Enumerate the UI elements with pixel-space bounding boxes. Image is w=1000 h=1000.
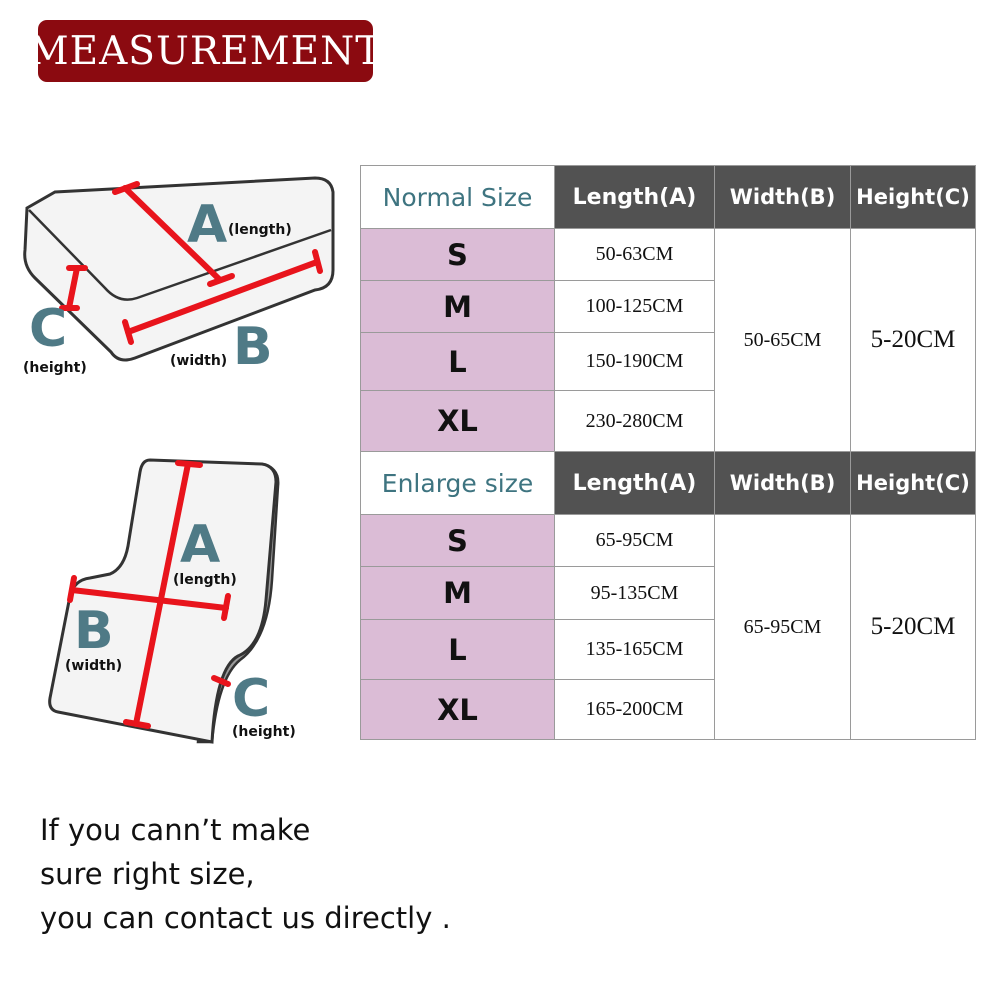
chaise-label-b: (width)	[65, 658, 122, 674]
length-value: 65-95CM	[554, 514, 715, 567]
chaise-label-c: (height)	[232, 724, 296, 740]
header-height: Height(C)	[850, 451, 976, 515]
length-value: 50-63CM	[554, 228, 715, 281]
contact-note: If you cann’t make sure right size, you …	[40, 808, 451, 940]
width-value: 65-95CM	[714, 514, 851, 740]
cushion-outline	[23, 176, 335, 362]
banner-title: MEASUREMENT	[28, 28, 383, 74]
length-value: 230-280CM	[554, 390, 715, 452]
table-row: S 50-63CM 50-65CM 5-20CM	[360, 228, 976, 452]
measure-line-a	[112, 181, 235, 287]
size-label: L	[360, 619, 555, 680]
table-header-row: Enlarge size Length(A) Width(B) Height(C…	[360, 451, 976, 515]
table-row: M 100-125CM	[360, 280, 976, 333]
cushion-letter-b: B	[233, 317, 273, 377]
width-value: 50-65CM	[714, 228, 851, 452]
header-length: Length(A)	[554, 451, 715, 515]
cushion-label-c: (height)	[23, 360, 87, 376]
header-width: Width(B)	[714, 165, 851, 229]
table-row: S 65-95CM 65-95CM 5-20CM	[360, 514, 976, 740]
measure-line-a-chaise	[123, 460, 203, 729]
measure-line-b	[122, 249, 323, 345]
chaise-label-a: (length)	[173, 572, 237, 588]
enlarge-size-table: Enlarge size Length(A) Width(B) Height(C…	[360, 451, 976, 740]
cushion-letter-a: A	[187, 195, 227, 255]
header-width: Width(B)	[714, 451, 851, 515]
height-value: 5-20CM	[850, 514, 976, 740]
length-value: 95-135CM	[554, 566, 715, 620]
measurement-banner: MEASUREMENT	[29, 20, 381, 82]
size-label: M	[360, 566, 555, 620]
height-value: 5-20CM	[850, 228, 976, 452]
size-label: S	[360, 228, 555, 281]
measure-line-c	[59, 265, 88, 311]
chaise-letter-a: A	[180, 515, 220, 575]
note-line-1: If you cann’t make	[40, 813, 311, 847]
length-value: 100-125CM	[554, 280, 715, 333]
chaise-letter-b: B	[74, 601, 114, 661]
table-row: L 150-190CM	[360, 332, 976, 391]
header-length: Length(A)	[554, 165, 715, 229]
size-label: M	[360, 280, 555, 333]
measure-line-c-chaise	[211, 675, 231, 687]
cushion-label-a: (length)	[228, 222, 292, 238]
note-line-2: sure right size,	[40, 857, 255, 891]
normal-size-table: Normal Size Length(A) Width(B) Height(C)…	[360, 165, 976, 452]
cushion-illustration: A (length) B (width) C (height)	[23, 176, 335, 377]
cushion-top-edge	[28, 209, 332, 301]
table-row: XL 165-200CM	[360, 679, 976, 740]
note-line-3: you can contact us directly .	[40, 901, 451, 935]
length-value: 150-190CM	[554, 332, 715, 391]
cushion-label-b: (width)	[170, 353, 227, 369]
enlarge-size-title: Enlarge size	[360, 451, 555, 515]
length-value: 165-200CM	[554, 679, 715, 740]
header-height: Height(C)	[850, 165, 976, 229]
table-header-row: Normal Size Length(A) Width(B) Height(C)	[360, 165, 976, 229]
table-row: L 135-165CM	[360, 619, 976, 680]
cushion-letter-c: C	[29, 299, 67, 359]
size-label: XL	[360, 390, 555, 452]
chaise-illustration: A (length) B (width) C (height)	[48, 458, 296, 744]
size-label: S	[360, 514, 555, 567]
measure-line-b-chaise	[67, 575, 231, 621]
normal-size-title: Normal Size	[360, 165, 555, 229]
chaise-letter-c: C	[232, 669, 270, 729]
length-value: 135-165CM	[554, 619, 715, 680]
size-label: L	[360, 332, 555, 391]
size-label: XL	[360, 679, 555, 740]
